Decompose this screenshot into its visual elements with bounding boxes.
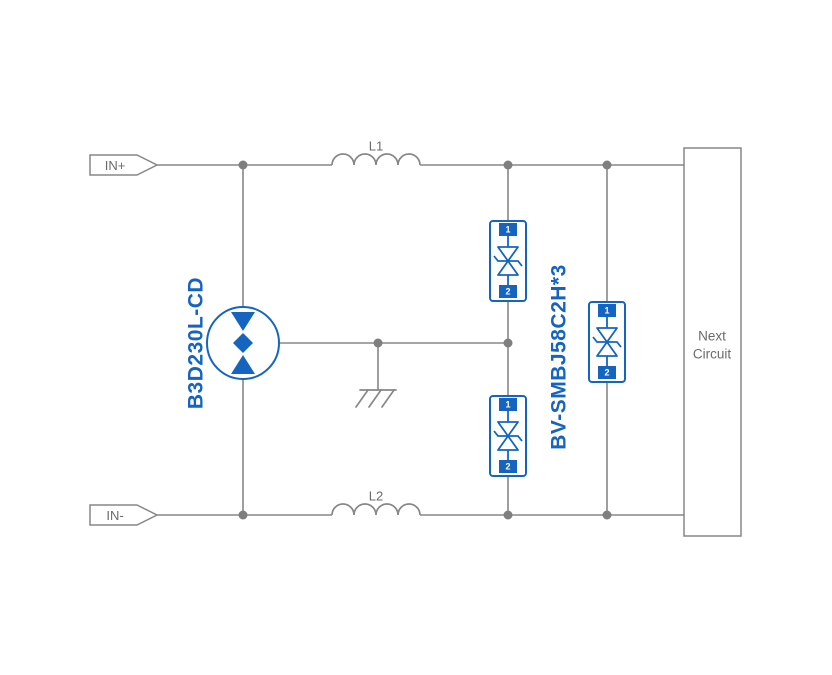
tvs-lower-pin1-label: 1 <box>505 400 510 410</box>
tvs-right-pin1-pad <box>598 304 616 317</box>
tvs-lower-zener-bar <box>493 430 523 442</box>
tvs-upper-triangle-bottom <box>497 260 519 276</box>
tvs-upper-pin2-pad <box>499 285 517 298</box>
gdt-electrode-top-triangle <box>231 312 255 331</box>
junction-dot <box>373 338 383 348</box>
tvs-right-triangle-bottom <box>596 341 618 357</box>
input-negative-label: IN- <box>106 508 123 523</box>
tvs-upper-zener-bar <box>493 255 523 267</box>
junction-dot <box>503 338 513 348</box>
next-circuit-label-line1: Next <box>698 329 726 344</box>
tvs-array-label: BV-SMBJ58C2H*3 <box>548 264 571 450</box>
junction-dot <box>503 510 513 520</box>
junction-dots <box>238 160 612 520</box>
junction-dot <box>602 510 612 520</box>
input-negative-terminal: IN- <box>89 504 159 526</box>
inductor-l2-label: L2 <box>369 489 383 504</box>
tvs-right-pin1-label: 1 <box>604 306 609 316</box>
gdt-label: B3D230L-CD <box>185 277 208 409</box>
ground-symbol <box>355 389 397 408</box>
tvs-lower-pin2-label: 2 <box>505 462 510 472</box>
tvs-right-triangle-top <box>596 327 618 343</box>
tvs-upper-triangle-top <box>497 246 519 262</box>
input-positive-terminal: IN+ <box>89 154 159 176</box>
input-negative-shape <box>89 504 159 526</box>
gdt-component: B3D230L-CD <box>185 277 280 409</box>
tvs-lower: 1 2 <box>489 395 527 477</box>
tvs-lower-pin2-pad <box>499 460 517 473</box>
input-positive-shape <box>89 154 159 176</box>
inductor-l1-coil <box>331 153 421 166</box>
junction-dot <box>238 510 248 520</box>
tvs-upper-pin1-pad <box>499 223 517 236</box>
tvs-right-zener-bar <box>592 336 622 348</box>
tvs-lower-triangle-bottom <box>497 435 519 451</box>
gdt-center-diamond <box>233 333 253 353</box>
tvs-lower-pin1-pad <box>499 398 517 411</box>
tvs-lower-triangle-top <box>497 421 519 437</box>
tvs-upper-pin2-label: 2 <box>505 287 510 297</box>
next-circuit-block: Next Circuit <box>683 147 742 537</box>
input-positive-label: IN+ <box>105 158 126 173</box>
junction-dot <box>602 160 612 170</box>
inductor-l1-label: L1 <box>369 139 383 154</box>
tvs-right-pin2-pad <box>598 366 616 379</box>
junction-dot <box>503 160 513 170</box>
tvs-right-pin2-label: 2 <box>604 368 609 378</box>
tvs-upper-pin1-label: 1 <box>505 225 510 235</box>
ground-hatch-lines <box>355 389 395 408</box>
tvs-right: 1 2 <box>588 301 626 383</box>
next-circuit-box <box>683 147 742 537</box>
gdt-electrode-bottom-triangle <box>231 355 255 374</box>
next-circuit-label-line2: Circuit <box>693 347 732 362</box>
inductor-l2-coil <box>331 503 421 516</box>
tvs-upper: 1 2 <box>489 220 527 302</box>
junction-dot <box>238 160 248 170</box>
